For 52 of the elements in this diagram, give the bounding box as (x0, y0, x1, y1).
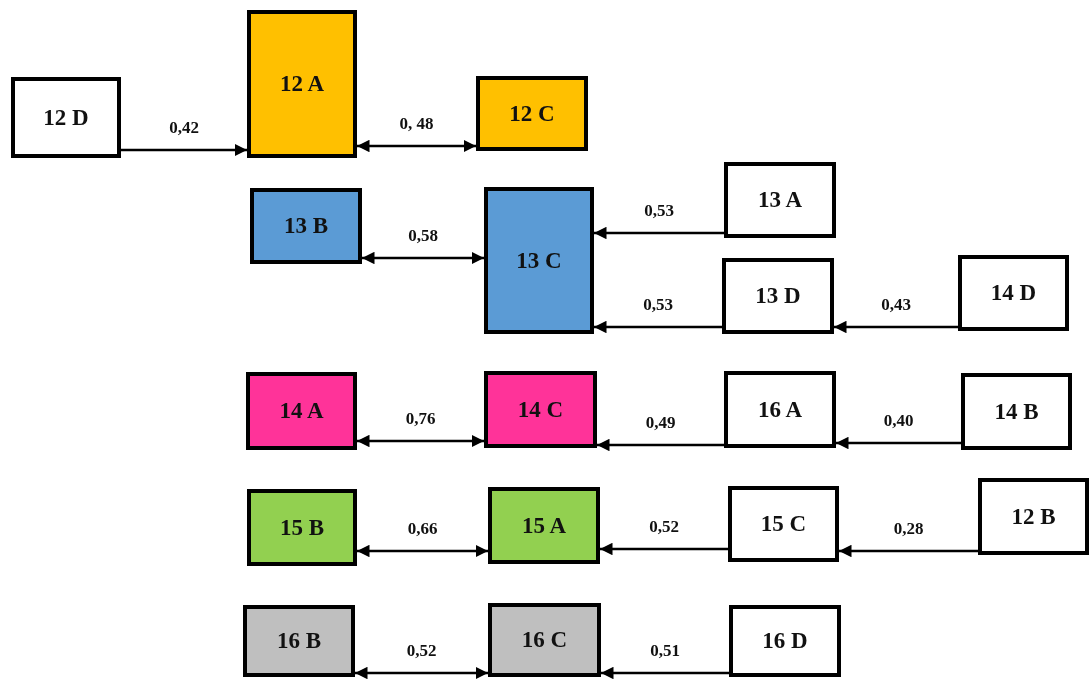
node-box (724, 371, 836, 448)
node-box (978, 478, 1089, 555)
node-box (246, 372, 357, 450)
arrow (362, 251, 484, 265)
node-label: 16 C (521, 627, 568, 653)
node-box (11, 77, 121, 158)
node-box (250, 188, 362, 264)
arrow (357, 139, 476, 153)
arrow (597, 438, 724, 452)
node-box (243, 605, 355, 677)
node-label: 15 A (521, 512, 567, 539)
node-label: 13 B (283, 213, 329, 239)
arrow (600, 542, 728, 556)
node-box (484, 371, 597, 448)
arrow (357, 544, 488, 558)
node-label: 16 A (757, 396, 803, 423)
node-box (724, 162, 836, 238)
arrow (839, 544, 978, 558)
node-box (722, 258, 834, 334)
node-label: 16 D (762, 628, 808, 654)
node-box (488, 603, 601, 677)
node-label: 12 B (1011, 503, 1056, 530)
node-box (958, 255, 1069, 331)
arrow (836, 436, 961, 450)
arrow (594, 226, 724, 240)
node-box (729, 605, 841, 677)
node-label: 16 B (276, 628, 322, 654)
arrow (594, 320, 722, 334)
node-label: 12 A (279, 71, 325, 97)
node-box (476, 76, 588, 151)
arrow (355, 666, 488, 679)
node-label: 15 C (760, 511, 807, 537)
node-box (488, 487, 600, 564)
arrow (601, 666, 729, 679)
node-label: 14 C (517, 396, 564, 423)
node-box (247, 489, 357, 566)
node-label: 13 C (516, 247, 562, 274)
node-box (247, 10, 357, 158)
node-label: 12 D (43, 104, 89, 131)
node-box (728, 486, 839, 562)
node-label: 14 D (990, 280, 1037, 306)
node-label: 13 A (757, 187, 803, 213)
node-label: 12 C (509, 100, 555, 127)
node-label: 14 B (994, 398, 1039, 425)
node-label: 14 A (279, 398, 324, 424)
arrow (357, 434, 484, 448)
arrow (121, 143, 247, 157)
arrow (834, 320, 958, 334)
node-box (961, 373, 1072, 450)
node-label: 15 B (279, 514, 325, 541)
node-box (484, 187, 594, 334)
node-label: 13 D (755, 283, 801, 309)
